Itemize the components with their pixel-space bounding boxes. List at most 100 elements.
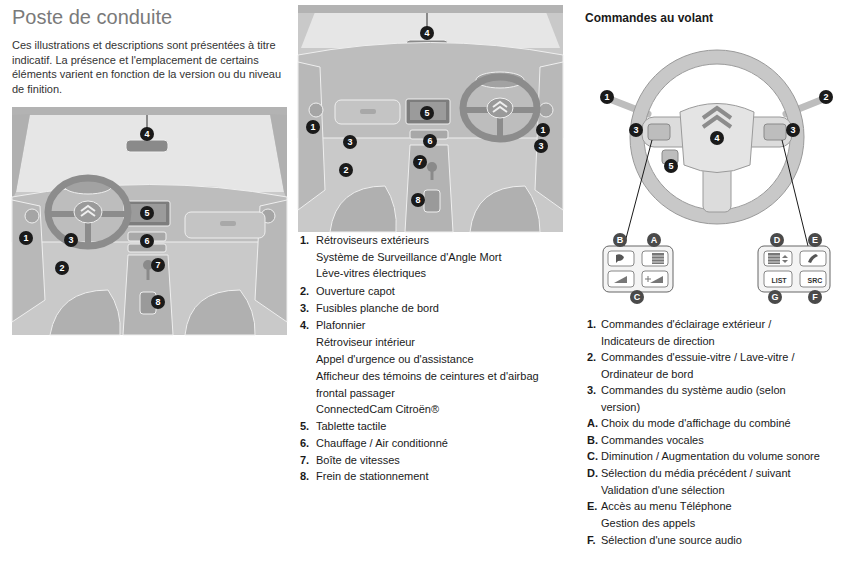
item-text: Gestion des appels: [601, 515, 861, 532]
item-text: Rétroviseur intérieur: [316, 334, 556, 351]
item-number: 4.: [300, 317, 316, 334]
roof-lining: [12, 107, 287, 115]
intro-text: Ces illustrations et descriptions sont p…: [12, 38, 284, 96]
callout-circle: 5: [664, 159, 678, 173]
thumbwheel: [652, 253, 664, 264]
voice-button: [608, 251, 634, 266]
steering-wheel: [463, 77, 537, 139]
a-pillar: [12, 114, 30, 200]
screen-display: [410, 102, 446, 120]
callout-circle: D: [770, 233, 784, 247]
phone-icon: [808, 254, 818, 263]
callout-circle: 1: [19, 231, 33, 245]
callout-number: 2: [339, 163, 353, 177]
callout-circle: 2: [339, 163, 353, 177]
leader-line: [782, 140, 808, 246]
media-wheel: [764, 251, 792, 266]
callout-circle: 7: [151, 258, 165, 272]
item-text: Validation d'une sélection: [601, 482, 861, 499]
item-text: Système de Surveillance d'Angle Mort: [316, 249, 556, 266]
callout-circle: 6: [423, 134, 437, 148]
callout-circle: A: [647, 233, 661, 247]
door-panel: [535, 62, 563, 210]
brand-chevron: [703, 117, 731, 127]
item-text: Sélection d'une source audio: [601, 532, 861, 549]
volume-down-button: [608, 271, 634, 287]
glovebox: [185, 212, 265, 238]
wheel-hub: [487, 98, 513, 118]
center-console: [405, 145, 453, 232]
callout-circle: 8: [151, 295, 165, 309]
item-text: Rétroviseurs extérieurs: [316, 232, 556, 249]
door-panel: [298, 62, 325, 210]
callout-number: 2: [55, 261, 69, 275]
door-panel: [12, 200, 45, 322]
button-panel: [603, 246, 673, 292]
side-vent: [309, 103, 323, 117]
dashboard: [298, 43, 563, 139]
callout-circle: G: [768, 290, 782, 304]
callout-circle: 5: [140, 206, 154, 220]
item-text: Afficheur des témoins de ceintures et d'…: [316, 368, 551, 401]
callout-circle: 1: [600, 90, 614, 104]
item-text: Chauffage / Air conditionné: [316, 435, 556, 452]
seat: [470, 186, 540, 232]
callout-number: 3: [629, 123, 643, 137]
illustration-panel: [298, 5, 563, 232]
thumbwheel-rib: [652, 256, 664, 257]
item-text: Ouverture capot: [316, 283, 556, 300]
callout-number: 2: [819, 90, 833, 104]
callout-number: C: [630, 290, 644, 304]
callout-number: 6: [140, 234, 154, 248]
callout-number: 1: [19, 231, 33, 245]
item-number: 2.: [300, 283, 316, 300]
leader-line: [624, 140, 652, 246]
callout-number: E: [808, 233, 822, 247]
thumbwheel-rib: [652, 262, 664, 263]
rear-view-mirror: [126, 140, 168, 152]
side-vent: [25, 209, 39, 223]
list-button: [764, 271, 792, 287]
callout-number: 5: [140, 206, 154, 220]
callout-number: 1: [306, 120, 320, 134]
callout-circle: 3: [64, 233, 78, 247]
callout-number: A: [647, 233, 661, 247]
item-number: 8.: [300, 468, 316, 485]
callout-number: 7: [151, 258, 165, 272]
item-text: Tablette tactile: [316, 418, 556, 435]
callout-circle: 3: [343, 135, 357, 149]
callout-number: 5: [664, 159, 678, 173]
callout-number: 3: [64, 233, 78, 247]
brand-chevron: [493, 107, 507, 112]
steering-wheel: [48, 178, 128, 246]
callout-circle: 3: [629, 123, 643, 137]
arrow-icon: [782, 260, 788, 263]
gear-knob: [427, 162, 437, 172]
callout-circle: E: [808, 233, 822, 247]
phone-button: [800, 251, 826, 266]
volume-up-button: [642, 271, 668, 287]
callout-number: 8: [151, 295, 165, 309]
callout-number: F: [808, 290, 822, 304]
callout-number: 6: [423, 134, 437, 148]
item-text: Commandes vocales: [601, 432, 861, 449]
item-text: Lève-vitres électriques: [316, 265, 556, 282]
item-text: Plafonnier: [316, 317, 556, 334]
item-number: A.: [587, 415, 603, 432]
center-console: [123, 255, 173, 335]
callout-circle: C: [630, 290, 644, 304]
item-number: E.: [587, 498, 603, 515]
item-number: B.: [587, 432, 603, 449]
item-text: Commandes d'essuie-vitre / Lave-vitre / …: [601, 349, 811, 382]
voice-icon: [616, 254, 624, 263]
illustration-panel: [12, 107, 287, 335]
item-number: 7.: [300, 452, 316, 469]
callout-number: 7: [413, 155, 427, 169]
thumbwheel-rib: [768, 262, 780, 263]
section-heading: Commandes au volant: [585, 10, 835, 27]
callout-number: 5: [420, 106, 434, 120]
item-text: Accès au menu Téléphone: [601, 498, 861, 515]
item-number: 6.: [300, 435, 316, 452]
plus-sign: [645, 279, 651, 280]
